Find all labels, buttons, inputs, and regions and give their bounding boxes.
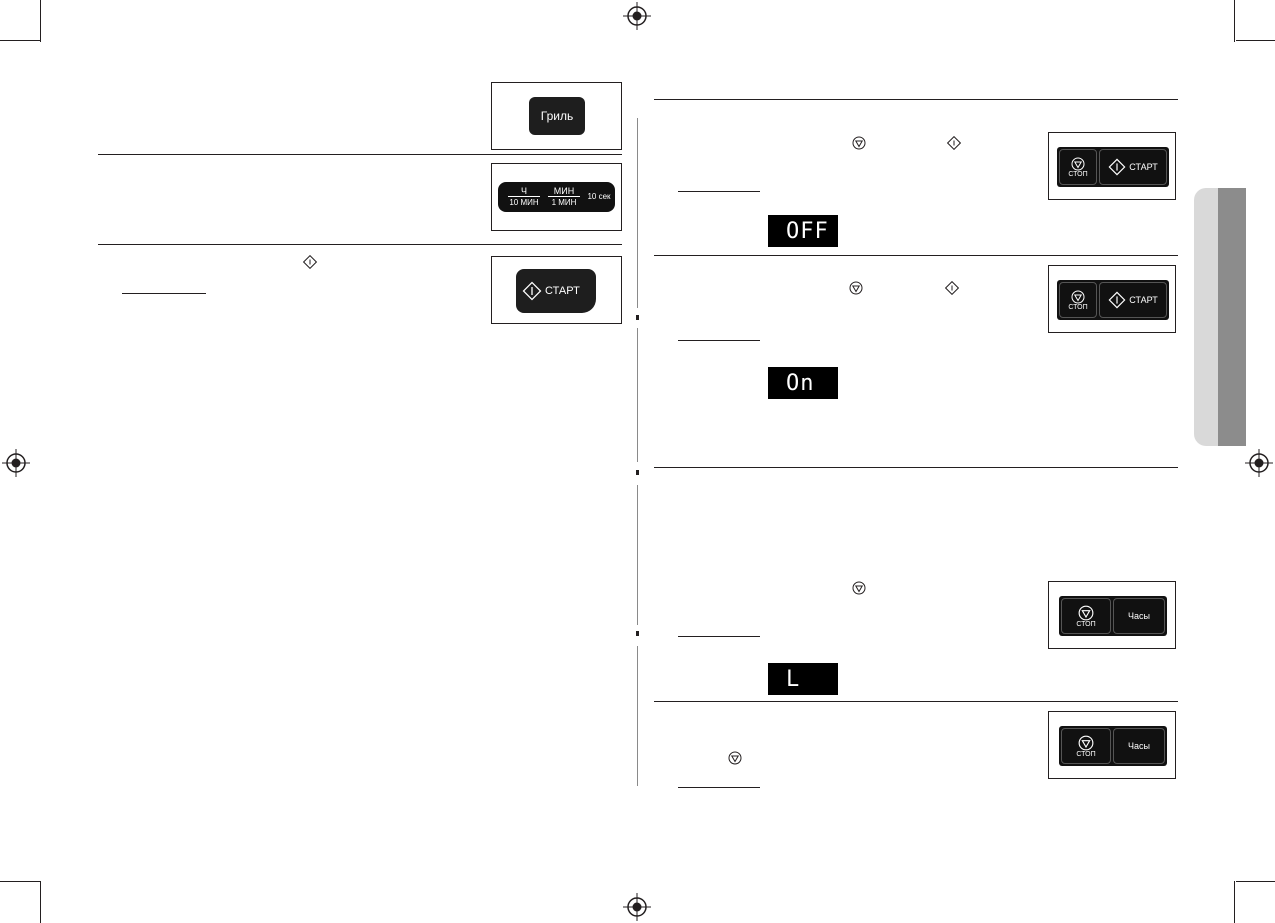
grill-button[interactable]: Гриль xyxy=(529,97,585,135)
column-marker xyxy=(636,315,639,320)
side-tab-dark xyxy=(1218,188,1246,446)
stop-button[interactable]: СТОП xyxy=(1061,598,1111,634)
clock-button-label: Часы xyxy=(1128,611,1150,621)
side-tab-light xyxy=(1194,188,1218,446)
stop-start-figure-2: СТОП СТАРТ xyxy=(1048,265,1176,333)
column-divider xyxy=(637,118,638,308)
stop-button[interactable]: СТОП xyxy=(1059,282,1097,318)
registration-mark-icon xyxy=(2,449,30,477)
stop-button-label: СТОП xyxy=(1068,303,1088,311)
time-panel-figure: Ч 10 МИН МИН 1 МИН 10 сек xyxy=(491,163,622,231)
label-underline xyxy=(508,196,540,197)
section-divider xyxy=(654,701,1178,702)
display-readout: L xyxy=(768,663,838,695)
start-button[interactable]: СТАРТ xyxy=(1099,149,1167,185)
start-button-figure: СТАРТ xyxy=(491,256,622,324)
stop-icon xyxy=(728,751,742,765)
display-readout: On xyxy=(768,367,838,399)
hours-label[interactable]: Ч xyxy=(521,186,527,196)
crop-mark xyxy=(1234,881,1235,923)
start-button[interactable]: СТАРТ xyxy=(516,269,596,313)
text-underline xyxy=(678,340,760,341)
text-underline xyxy=(678,636,760,637)
stop-button[interactable]: СТОП xyxy=(1061,728,1111,764)
column-divider xyxy=(637,646,638,786)
ten-sec-label[interactable]: 10 сек xyxy=(587,192,611,201)
text-underline xyxy=(678,191,760,192)
clock-button-label: Часы xyxy=(1128,741,1150,751)
start-icon xyxy=(1108,158,1126,176)
start-icon xyxy=(522,281,542,301)
column-divider xyxy=(637,485,638,625)
min-label[interactable]: МИН xyxy=(553,186,575,196)
stop-button-label: СТОП xyxy=(1076,750,1096,758)
ten-min-label: 10 МИН xyxy=(509,198,539,207)
section-divider xyxy=(654,467,1178,468)
crop-mark xyxy=(0,881,40,882)
start-icon xyxy=(303,255,317,269)
stop-clock-figure-2: СТОП Часы xyxy=(1048,711,1176,779)
stop-start-figure-1: СТОП СТАРТ xyxy=(1048,132,1176,200)
stop-clock-panel: СТОП Часы xyxy=(1059,596,1167,636)
label-underline xyxy=(548,196,580,197)
stop-icon xyxy=(1078,735,1094,750)
stop-icon xyxy=(852,581,866,595)
crop-mark xyxy=(0,40,40,41)
start-button[interactable]: СТАРТ xyxy=(1099,282,1167,318)
section-divider xyxy=(98,244,622,245)
crop-mark xyxy=(40,0,41,42)
stop-start-panel: СТОП СТАРТ xyxy=(1057,147,1169,187)
column-marker xyxy=(636,631,639,636)
start-button-label: СТАРТ xyxy=(1129,162,1158,172)
display-readout: OFF xyxy=(768,215,838,247)
crop-mark xyxy=(1236,881,1275,882)
column-marker xyxy=(636,470,639,475)
stop-icon xyxy=(849,281,863,295)
crop-mark xyxy=(40,881,41,923)
crop-mark xyxy=(1236,40,1275,41)
time-panel: Ч 10 МИН МИН 1 МИН 10 сек xyxy=(498,182,615,212)
start-button-label: СТАРТ xyxy=(545,285,580,297)
start-icon xyxy=(1108,291,1126,309)
stop-icon xyxy=(852,136,866,150)
section-divider xyxy=(98,154,622,155)
clock-button[interactable]: Часы xyxy=(1113,598,1165,634)
stop-button-label: СТОП xyxy=(1068,170,1088,178)
registration-mark-icon xyxy=(623,2,651,30)
stop-icon xyxy=(1078,605,1094,620)
registration-mark-icon xyxy=(1245,449,1273,477)
one-min-label: 1 МИН xyxy=(551,198,577,207)
start-button-label: СТАРТ xyxy=(1129,295,1158,305)
section-divider xyxy=(654,99,1178,100)
text-underline xyxy=(122,293,206,294)
stop-clock-panel: СТОП Часы xyxy=(1059,726,1167,766)
start-icon xyxy=(945,281,959,295)
clock-button[interactable]: Часы xyxy=(1113,728,1165,764)
grill-button-figure: Гриль xyxy=(491,82,622,150)
text-underline xyxy=(678,787,760,788)
stop-button-label: СТОП xyxy=(1076,620,1096,628)
stop-clock-figure-1: СТОП Часы xyxy=(1048,581,1176,649)
section-divider xyxy=(654,255,1178,256)
start-icon xyxy=(947,136,961,150)
crop-mark xyxy=(1234,0,1235,42)
stop-icon xyxy=(1071,157,1085,170)
registration-mark-icon xyxy=(623,893,651,921)
stop-start-panel: СТОП СТАРТ xyxy=(1057,280,1169,320)
stop-button[interactable]: СТОП xyxy=(1059,149,1097,185)
column-divider xyxy=(637,328,638,462)
stop-icon xyxy=(1071,290,1085,303)
